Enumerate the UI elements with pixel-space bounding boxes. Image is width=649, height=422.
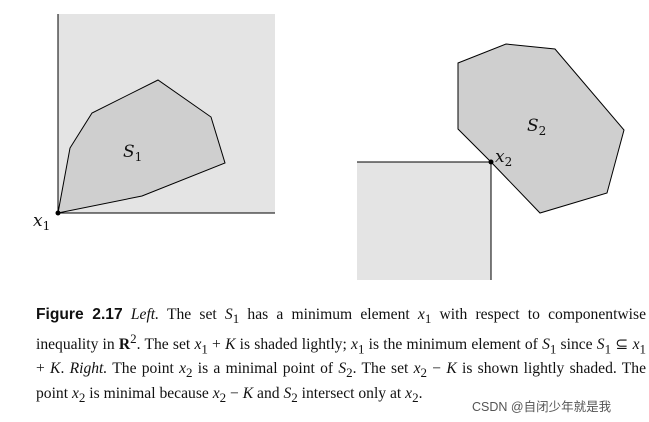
figure-caption: Figure 2.17 Left. The set S1 has a minim… xyxy=(36,306,647,405)
left-point-label: x1 xyxy=(33,211,50,233)
figure-label: Figure 2.17 xyxy=(36,306,123,323)
right-set-s2 xyxy=(457,43,625,214)
figure-diagram: S1 x1 S2 x2 xyxy=(33,14,625,280)
right-set-label: S2 xyxy=(527,116,546,138)
left-set-label: S1 xyxy=(123,142,142,164)
right-point-label: x2 xyxy=(495,147,512,169)
right-point-x2 xyxy=(488,159,494,165)
left-point-x1 xyxy=(55,210,61,216)
right-shaded-cone xyxy=(357,162,491,280)
left-set-s1 xyxy=(57,79,226,214)
watermark: CSDN @自闭少年就是我 xyxy=(472,400,612,414)
